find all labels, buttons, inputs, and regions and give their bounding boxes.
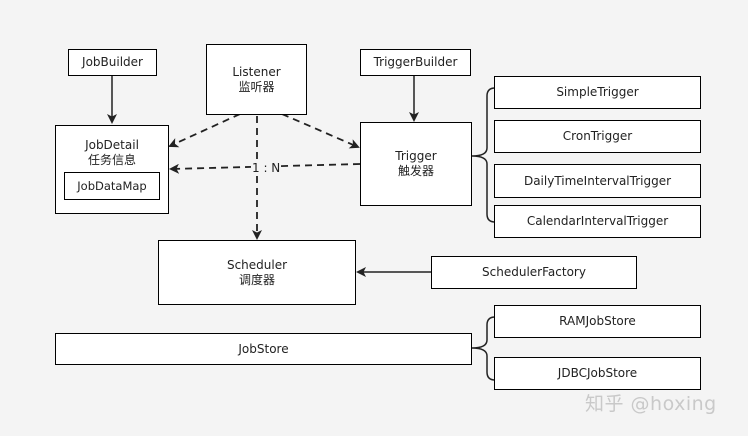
watermark: 知乎 @hoxing <box>585 393 717 415</box>
simple-trigger-label: SimpleTrigger <box>556 85 639 99</box>
ram-job-store-node: RAMJobStore <box>494 305 701 338</box>
scheduler-sublabel: 调度器 <box>238 272 275 287</box>
listener-label: Listener <box>232 64 281 79</box>
calendar-interval-trigger-label: CalendarIntervalTrigger <box>526 214 669 228</box>
scheduler-factory-label: SchedulerFactory <box>482 265 586 279</box>
trigger-builder-label: TriggerBuilder <box>373 55 458 69</box>
job-data-map-node: JobDataMap <box>64 172 160 200</box>
trigger-node: Trigger 触发器 <box>360 122 472 206</box>
job-store-label: JobStore <box>238 341 289 356</box>
edge-trigger-jobdetail <box>169 163 361 174</box>
job-store-node: JobStore <box>55 333 472 365</box>
job-detail-node: JobDetail 任务信息 <box>55 125 169 214</box>
trigger-label: Trigger <box>395 149 437 163</box>
cron-trigger-node: CronTrigger <box>494 120 701 153</box>
calendar-interval-trigger-node: CalendarIntervalTrigger <box>494 205 701 238</box>
job-detail-sublabel: 任务信息 <box>87 153 136 167</box>
scheduler-node: Scheduler 调度器 <box>158 240 356 305</box>
jdbc-job-store-node: JDBCJobStore <box>494 357 701 390</box>
cron-trigger-label: CronTrigger <box>562 129 633 143</box>
daily-time-interval-trigger-node: DailyTimeIntervalTrigger <box>494 164 701 198</box>
job-builder-node: JobBuilder <box>68 49 157 76</box>
brace-trigger-types <box>471 87 496 223</box>
listener-node: Listener 监听器 <box>206 44 307 115</box>
job-builder-label: JobBuilder <box>82 55 143 69</box>
edge-listener-trigger <box>281 113 360 149</box>
daily-time-interval-trigger-label: DailyTimeIntervalTrigger <box>523 173 672 188</box>
simple-trigger-node: SimpleTrigger <box>494 76 701 109</box>
trigger-builder-node: TriggerBuilder <box>360 49 471 76</box>
listener-sublabel: 监听器 <box>238 79 275 94</box>
brace-jobstore-types <box>471 316 496 381</box>
edge-listener-jobdetail <box>168 113 241 148</box>
jdbc-job-store-label: JDBCJobStore <box>557 366 638 380</box>
edge-label-one-to-n: 1 : N <box>251 161 282 175</box>
scheduler-label: Scheduler <box>226 257 288 272</box>
scheduler-factory-node: SchedulerFactory <box>431 256 637 289</box>
trigger-sublabel: 触发器 <box>397 164 434 178</box>
job-detail-label: JobDetail <box>85 138 139 152</box>
ram-job-store-label: RAMJobStore <box>559 314 636 328</box>
job-data-map-label: JobDataMap <box>77 178 147 193</box>
